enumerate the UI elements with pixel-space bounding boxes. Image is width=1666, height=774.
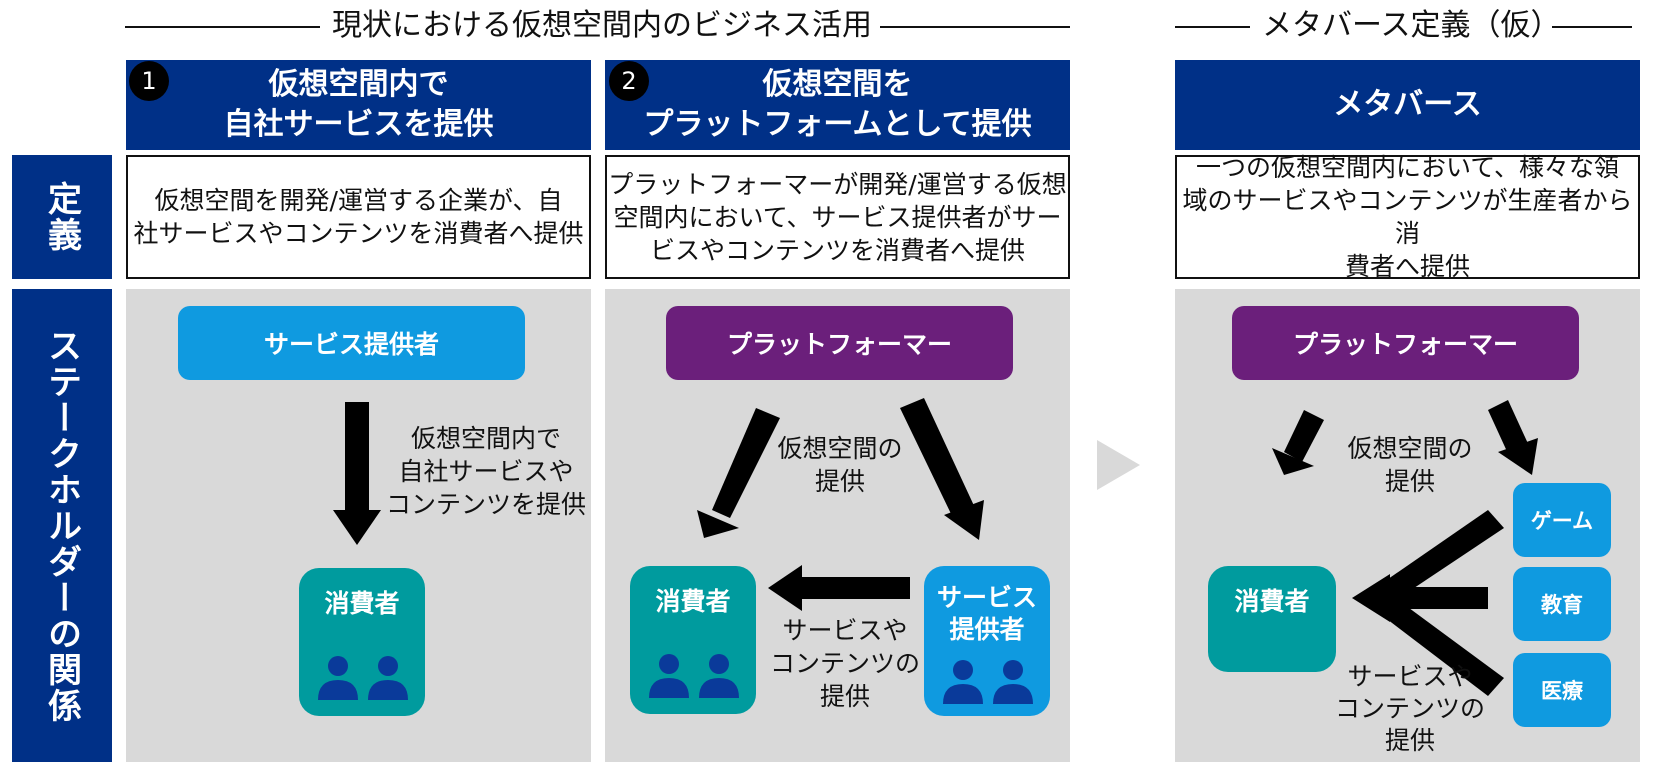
provision-label-1-line2: 自社サービスや	[398, 457, 574, 486]
header-1-line1: 仮想空間内で	[268, 67, 449, 102]
definition-2-line1: プラットフォーマーが開発/運営する仮想	[608, 169, 1067, 199]
arrow-platform-to-domains-3	[1488, 400, 1538, 475]
consumer-box-1: 消費者	[299, 568, 425, 716]
provision-label-1: 仮想空間内で 自社サービスや コンテンツを提供	[386, 422, 586, 521]
consumer-box-2: 消費者	[630, 566, 756, 714]
title-rule-left-a	[125, 26, 320, 28]
service-provider-box-1: サービス提供者	[178, 306, 525, 380]
definition-box-2: プラットフォーマーが開発/運営する仮想 空間内において、サービス提供者がサー ビ…	[605, 155, 1070, 279]
section-title-current: 現状における仮想空間内のビジネス活用	[320, 6, 875, 46]
consumer-label-3: 消費者	[1234, 587, 1310, 616]
people-icon	[318, 656, 408, 700]
domain-box-education: 教育	[1513, 567, 1611, 641]
service-label-2-line1: サービスや	[782, 616, 908, 645]
definition-1-line1: 仮想空間を開発/運営する企業が、自	[154, 186, 563, 215]
domain-box-game: ゲーム	[1513, 483, 1611, 557]
platform-label-3: 仮想空間の 提供	[1330, 432, 1490, 498]
platform-label-2: 仮想空間の 提供	[760, 432, 920, 498]
provider-label-2-line1: サービス	[936, 583, 1037, 612]
platformer-box-3: プラットフォーマー	[1232, 306, 1579, 380]
platform-label-2-line1: 仮想空間の	[777, 434, 903, 463]
provider-label-2-line2: 提供者	[949, 615, 1025, 644]
provision-label-1-line3: コンテンツを提供	[386, 490, 587, 519]
column-header-2: 仮想空間を プラットフォームとして提供	[605, 60, 1070, 150]
service-provider-box-2: サービス 提供者	[924, 566, 1050, 716]
domain-box-medical: 医療	[1513, 653, 1611, 727]
title-rule-left-b	[880, 26, 1070, 28]
service-label-2-line2: コンテンツの	[770, 649, 921, 678]
definition-1-line2: 社サービスやコンテンツを消費者へ提供	[133, 219, 584, 248]
consumer-label-1: 消費者	[324, 589, 400, 618]
service-label-3-line3: 提供	[1384, 726, 1435, 755]
definition-3-line2: 域のサービスやコンテンツが生産者から消	[1182, 186, 1633, 248]
arrow-platform-to-provider-2	[900, 398, 984, 540]
consumer-box-3: 消費者	[1208, 566, 1336, 672]
people-icon	[649, 654, 739, 698]
platformer-box-2: プラットフォーマー	[666, 306, 1013, 380]
arrow-platform-to-consumer-3	[1272, 410, 1324, 475]
header-2-line2: プラットフォームとして提供	[643, 107, 1032, 142]
number-badge-1: 1	[129, 61, 169, 101]
arrow-domains-to-consumer-3	[1352, 510, 1504, 696]
service-label-3: サービスや コンテンツの 提供	[1330, 661, 1490, 757]
definition-3-line3: 費者へ提供	[1344, 252, 1470, 281]
side-label-definition: 定義	[12, 155, 112, 279]
side-label-stakeholders: ステークホルダーの関係	[12, 289, 112, 762]
definition-3-line1: 一つの仮想空間内において、様々な領	[1195, 153, 1619, 182]
service-label-3-line1: サービスや	[1347, 662, 1473, 691]
definition-2-line3: ビスやコンテンツを消費者へ提供	[649, 235, 1025, 265]
definition-box-metaverse: 一つの仮想空間内において、様々な領 域のサービスやコンテンツが生産者から消 費者…	[1175, 153, 1640, 281]
arrow-provider-to-consumer-1	[333, 402, 381, 545]
platform-label-3-line2: 提供	[1384, 467, 1435, 496]
service-label-2-line3: 提供	[819, 682, 870, 711]
header-metaverse-text: メタバース	[1333, 87, 1482, 122]
arrow-provider-to-consumer-2	[768, 565, 910, 611]
consumer-label-2: 消費者	[655, 587, 731, 616]
number-badge-2: 2	[609, 61, 649, 101]
definition-2-line2: 空間内において、サービス提供者がサー	[613, 202, 1062, 232]
header-2-line1: 仮想空間を	[762, 67, 913, 102]
definition-box-1: 仮想空間を開発/運営する企業が、自 社サービスやコンテンツを消費者へ提供	[126, 155, 591, 279]
platform-label-2-line2: 提供	[814, 467, 865, 496]
people-icon	[943, 660, 1033, 704]
title-rule-right-a	[1175, 26, 1250, 28]
platform-label-3-line1: 仮想空間の	[1347, 434, 1473, 463]
provision-label-1-line1: 仮想空間内で	[410, 424, 561, 453]
column-header-1: 仮想空間内で 自社サービスを提供	[126, 60, 591, 150]
service-label-2: サービスや コンテンツの 提供	[770, 614, 920, 713]
column-header-metaverse: メタバース	[1175, 60, 1640, 150]
title-rule-right-b	[1552, 26, 1632, 28]
service-label-3-line2: コンテンツの	[1334, 694, 1485, 723]
section-title-metaverse: メタバース定義（仮）	[1250, 6, 1561, 46]
transition-triangle-icon	[1097, 440, 1140, 490]
arrow-platform-to-consumer-2	[697, 408, 780, 538]
header-1-line2: 自社サービスを提供	[223, 107, 494, 142]
